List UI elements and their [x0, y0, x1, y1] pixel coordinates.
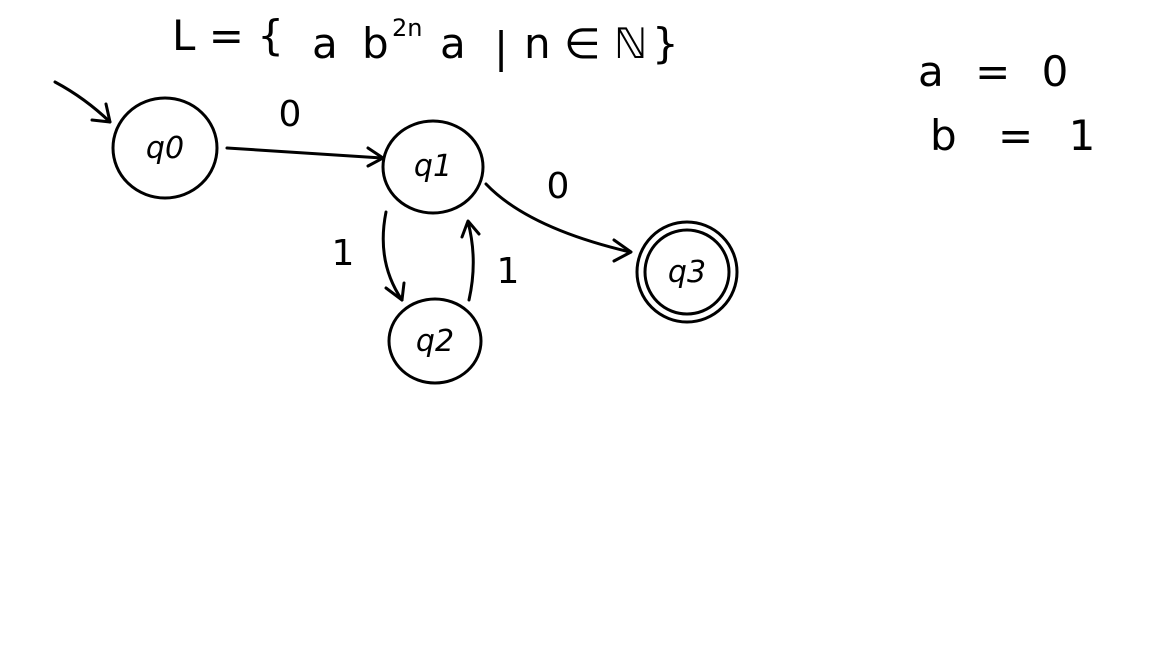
transition-q2-q1: 1 [460, 219, 520, 302]
transition-q1-q2: 1 [332, 210, 406, 302]
encoding-b: b = 1 [930, 111, 1095, 160]
encoding-a-value: 0 [1042, 47, 1069, 96]
state-q1: q1 [381, 119, 485, 215]
state-circle [111, 96, 219, 200]
transition-q1-q3: 0 [484, 166, 633, 263]
symbol-a-second: a [440, 19, 466, 68]
state-q2: q2 [387, 297, 483, 385]
state-label-q0: q0 [146, 131, 184, 166]
accepting-outer-circle [635, 220, 739, 324]
accepting-inner-circle [643, 228, 731, 316]
state-label-q2: q2 [416, 324, 454, 359]
state-label-q3: q3 [668, 255, 706, 290]
state-circle [387, 297, 483, 385]
closing-brace: } [652, 19, 679, 68]
encoding-legend: a = 0 b = 1 [918, 47, 1095, 160]
state-q3: q3 [635, 220, 739, 324]
state-label-q1: q1 [414, 149, 452, 184]
encoding-b-equals: = [998, 111, 1033, 160]
transition-label: 0 [279, 94, 302, 135]
transition-label: 1 [497, 251, 520, 292]
encoding-a: a = 0 [918, 47, 1068, 96]
transition-q0-q1: 0 [225, 94, 385, 168]
transition-label: 0 [547, 166, 570, 207]
state-circle [381, 119, 485, 215]
symbol-a-first: a [312, 19, 338, 68]
encoding-b-value: 1 [1069, 111, 1096, 160]
exponent-2n: 2n [392, 14, 422, 42]
start-arrow [53, 80, 112, 124]
language-prefix: L = { [172, 11, 284, 60]
set-builder-bar: | [494, 23, 508, 72]
transition-label: 1 [332, 233, 355, 274]
language-definition: L = { a b 2n a | n ∈ ℕ } [172, 11, 679, 72]
state-q0: q0 [111, 96, 219, 200]
encoding-a-symbol: a [918, 47, 944, 96]
symbol-b: b [362, 19, 389, 68]
encoding-a-equals: = [975, 47, 1010, 96]
encoding-b-symbol: b [930, 111, 957, 160]
set-condition: n ∈ ℕ [524, 19, 648, 68]
